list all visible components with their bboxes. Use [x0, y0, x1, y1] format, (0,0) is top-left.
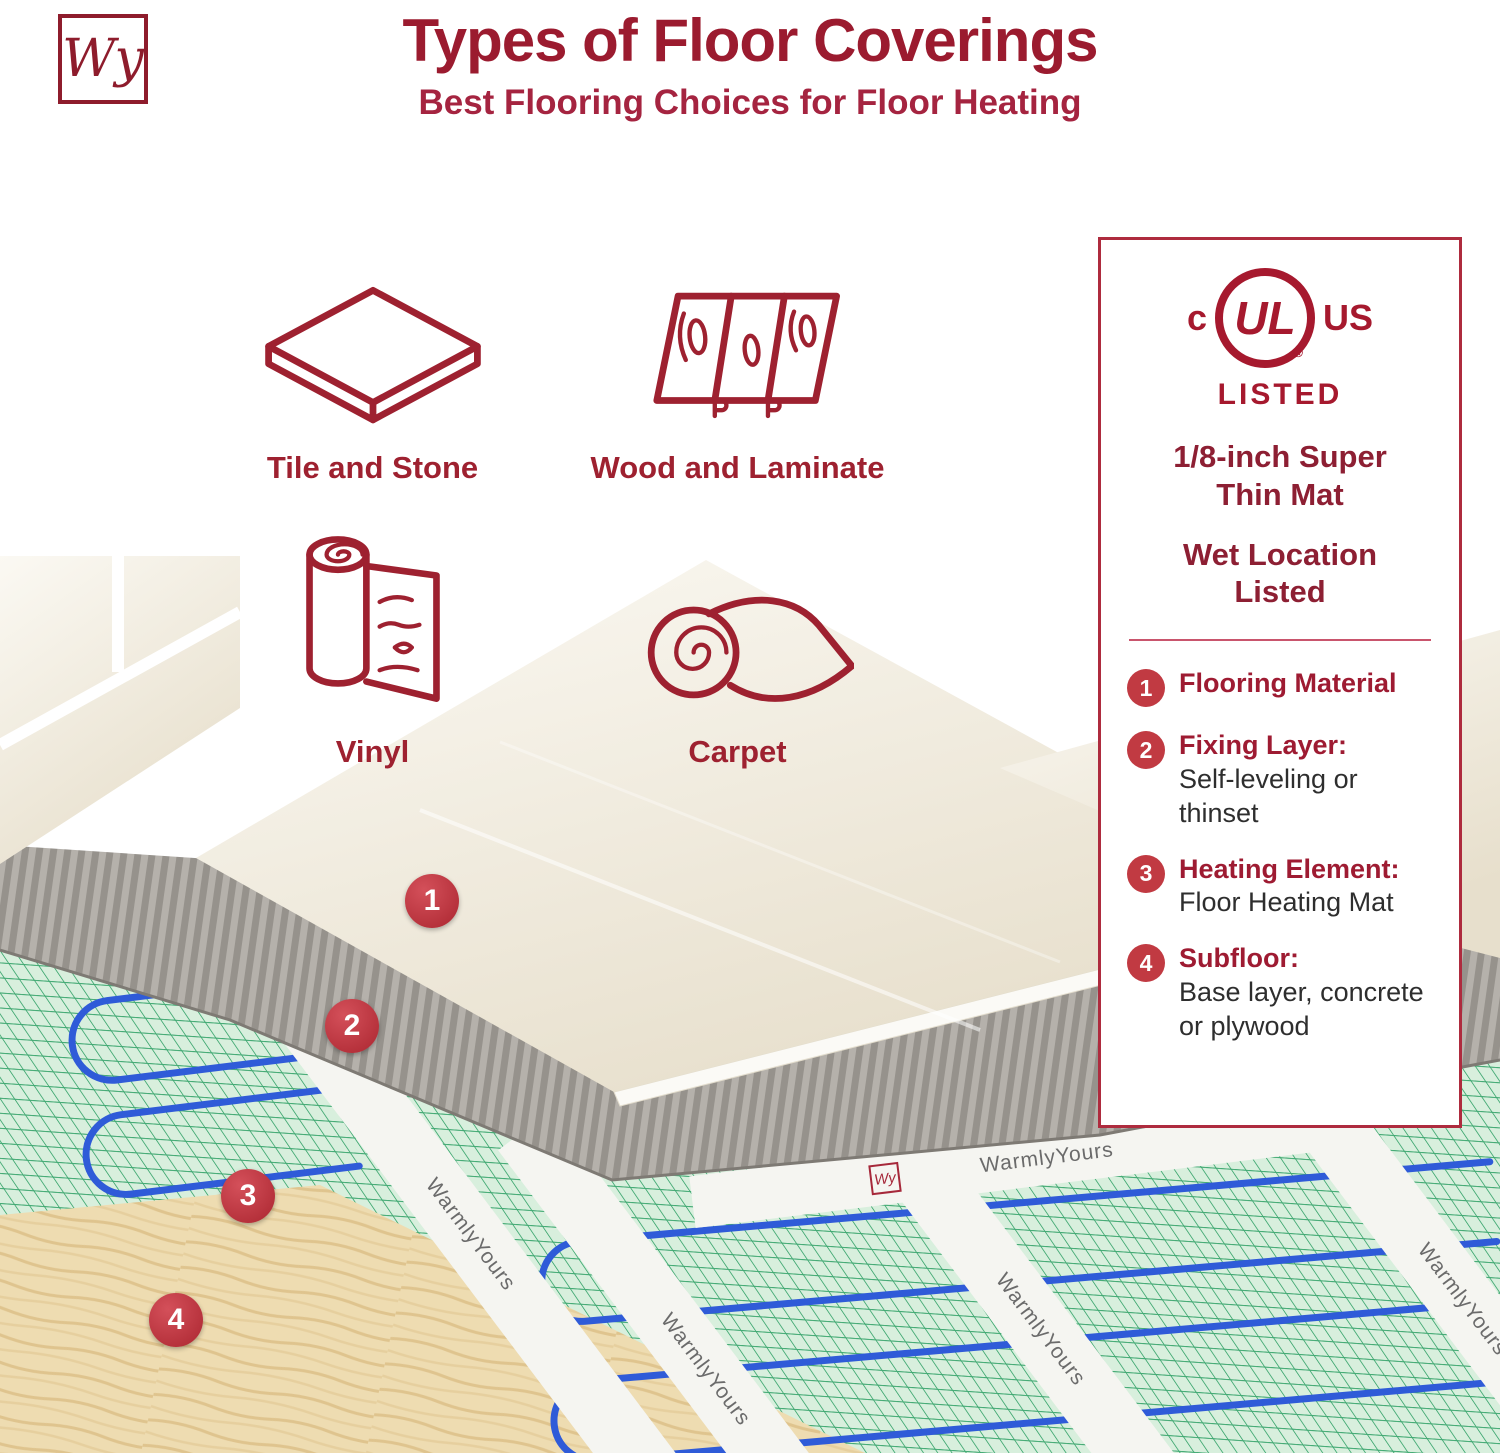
vinyl-roll-icon: [283, 520, 463, 720]
wood-laminate-icon: [622, 280, 854, 436]
callout-desc: Base layer, concrete or plywood: [1179, 976, 1424, 1041]
header: Types of Floor Coverings Best Flooring C…: [0, 6, 1500, 123]
flooring-type-label: Carpet: [688, 734, 787, 769]
ul-mark-c: c: [1186, 297, 1207, 338]
callout-title: Heating Element:: [1179, 853, 1400, 884]
ul-certification-mark: c UL ® US: [1127, 268, 1433, 368]
page-subtitle: Best Flooring Choices for Floor Heating: [418, 83, 1082, 122]
carpet-roll-icon: [622, 556, 854, 720]
flooring-type-vinyl: Vinyl: [190, 520, 555, 770]
brand-mark-small: [868, 1161, 902, 1196]
mat-strip: [833, 1070, 1247, 1453]
registered-symbol: ®: [1293, 345, 1303, 360]
callout-number-badge: 4: [1127, 944, 1165, 982]
callout-flooring-material: 1 Flooring Material: [1127, 667, 1433, 708]
brand-monogram: Wy: [62, 29, 144, 89]
page-title: Types of Floor Coverings: [402, 7, 1099, 74]
feature-line-2: Wet Location Listed: [1182, 536, 1378, 610]
tile-stone-icon: [257, 280, 489, 436]
callout-number-badge: 3: [1127, 854, 1165, 893]
mat-strip: [498, 1110, 912, 1453]
mat-strip: [689, 1095, 1351, 1229]
flooring-type-carpet: Carpet: [555, 520, 920, 770]
flooring-type-label: Tile and Stone: [266, 450, 479, 485]
callout-heating-element: 3 Heating Element: Floor Heating Mat: [1127, 853, 1433, 921]
flooring-type-label: Wood and Laminate: [590, 450, 885, 485]
flooring-type-wood: Wood and Laminate: [555, 280, 920, 486]
ul-listed-label: LISTED: [1217, 378, 1343, 411]
callout-number-badge: 1: [1127, 669, 1165, 708]
callout-number-badge: 2: [1127, 731, 1165, 770]
callout-title: Subfloor:: [1179, 943, 1299, 973]
callout-fixing-layer: 2 Fixing Layer: Self-leveling or thinset: [1127, 729, 1433, 830]
ul-mark-circle: UL ®: [1215, 268, 1315, 368]
layer-marker-3: 3: [221, 1169, 275, 1223]
mat-strips: WarmlyYours WarmlyYours WarmlyYours Warm…: [263, 975, 1500, 1453]
ul-mark-letters: UL: [1234, 292, 1296, 344]
brand-mark-small-text: Wy: [873, 1169, 898, 1189]
feature-line-1: 1/8-inch Super Thin Mat: [1173, 439, 1387, 512]
flooring-type-label: Vinyl: [335, 734, 410, 769]
flooring-type-tile: Tile and Stone: [190, 280, 555, 486]
callout-desc: Self-leveling or thinset: [1179, 764, 1358, 828]
ul-mark-us: US: [1323, 297, 1374, 338]
callout-subfloor: 4 Subfloor: Base layer, concrete or plyw…: [1127, 942, 1433, 1043]
mat-strip: [1255, 1040, 1500, 1453]
callout-title: Flooring Material: [1179, 668, 1397, 699]
flooring-types: Tile and Stone Wood and Laminate: [190, 280, 920, 770]
layer-marker-2: 2: [325, 999, 379, 1053]
layer-marker-1: 1: [405, 874, 459, 928]
info-panel: c UL ® US LISTED 1/8-inch Super Thin Mat…: [1098, 237, 1462, 1128]
panel-divider: [1129, 639, 1431, 642]
brand-logo: Wy: [58, 14, 148, 104]
mat-strip: [263, 975, 677, 1453]
callout-title: Fixing Layer:: [1179, 730, 1348, 761]
callout-desc: Floor Heating Mat: [1179, 887, 1394, 918]
layer-marker-4: 4: [149, 1293, 203, 1347]
